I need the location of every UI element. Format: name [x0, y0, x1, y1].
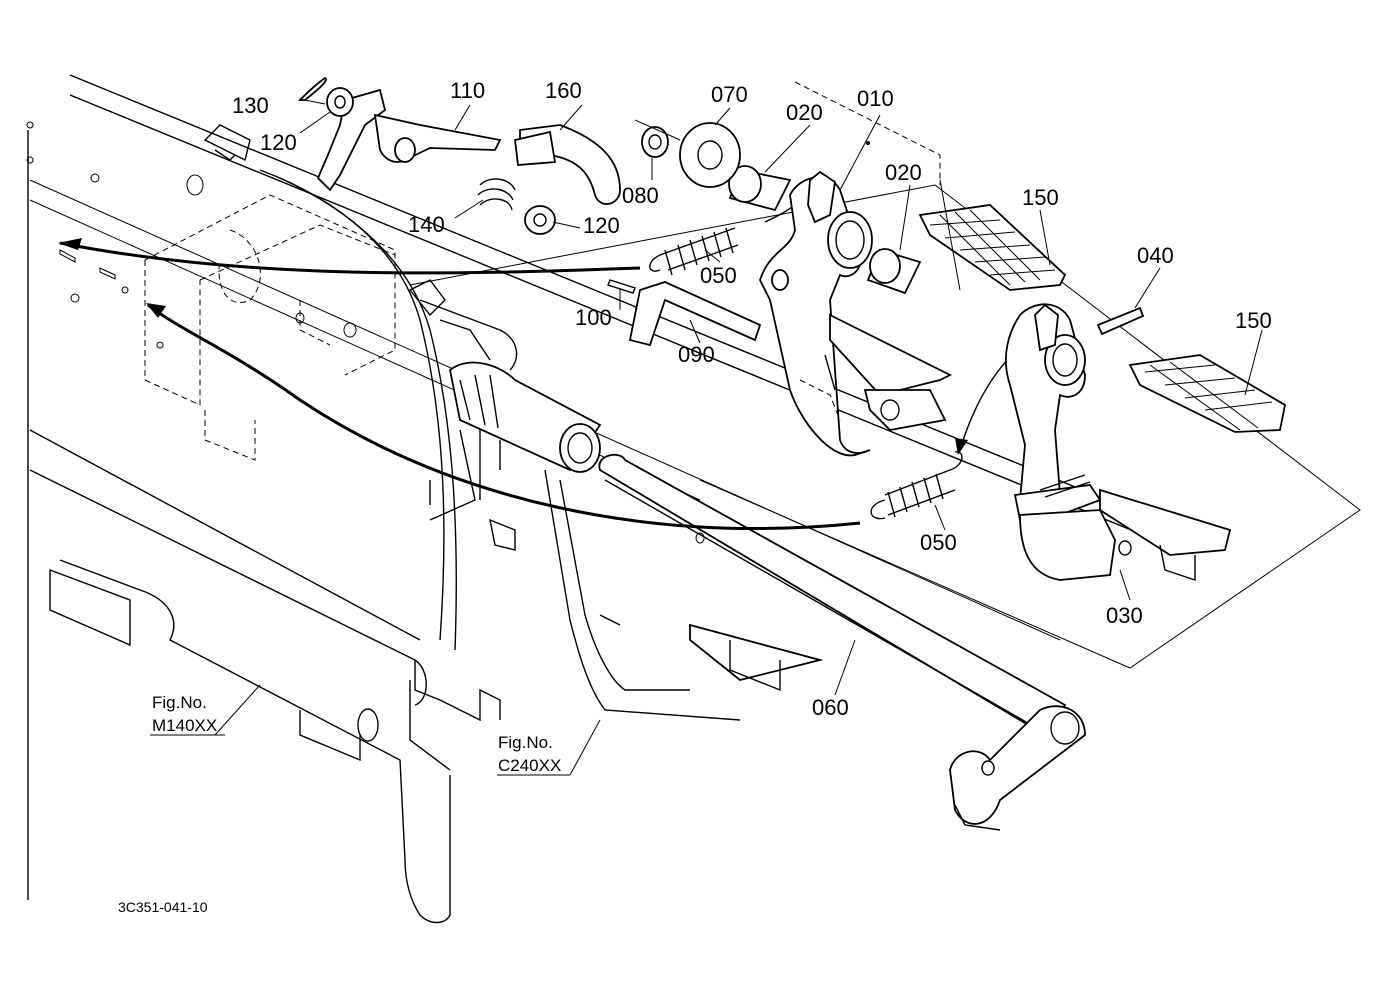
top-linkage: [297, 76, 621, 235]
callout-150: 150: [1235, 308, 1272, 333]
pedal-pads-150: [918, 204, 1287, 433]
assembly-arrows: [58, 199, 1031, 530]
pedal-010: [759, 170, 953, 457]
bushings-washers: [634, 119, 922, 295]
callout-090: 090: [678, 342, 715, 367]
leader-lines: [150, 99, 1263, 776]
callout-labels: 130 120 110 160 140 120 080 070 020 010 …: [232, 78, 1272, 720]
callout-050: 050: [920, 530, 957, 555]
rod-060: [598, 453, 1086, 831]
callout-030: 030: [1106, 603, 1143, 628]
callout-040: 040: [1137, 243, 1174, 268]
callout-160: 160: [545, 78, 582, 103]
clutch-pedal-lower: [544, 469, 824, 721]
callout-120: 120: [583, 213, 620, 238]
callout-140: 140: [408, 212, 445, 237]
document-id: 3C351-041-10: [118, 899, 208, 915]
callout-130: 130: [232, 93, 269, 118]
callout-110: 110: [450, 78, 485, 103]
fig-ref-c240-label: Fig.No.: [498, 733, 553, 752]
callout-100: 100: [575, 305, 612, 330]
callout-070: 070: [711, 82, 748, 107]
pins: [607, 279, 1145, 347]
callout-020: 020: [885, 160, 922, 185]
fig-references: Fig.No. M140XX Fig.No. C240XX: [152, 693, 561, 775]
callout-150: 150: [1022, 185, 1059, 210]
fig-ref-m140-label: Fig.No.: [152, 693, 207, 712]
pedal-030: [1005, 303, 1232, 581]
frame-housing: [26, 74, 1181, 924]
fig-ref-c240-number[interactable]: C240XX: [498, 756, 561, 775]
callout-080: 080: [622, 183, 659, 208]
fig-ref-m140-number[interactable]: M140XX: [152, 716, 217, 735]
springs-050: [649, 227, 963, 520]
callout-020: 020: [786, 100, 823, 125]
callout-050: 050: [700, 263, 737, 288]
callout-010: 010: [857, 86, 894, 111]
assembly-box-010: [409, 81, 1361, 669]
callout-060: 060: [812, 695, 849, 720]
cross-shaft: [408, 279, 602, 551]
callout-120: 120: [260, 130, 297, 155]
